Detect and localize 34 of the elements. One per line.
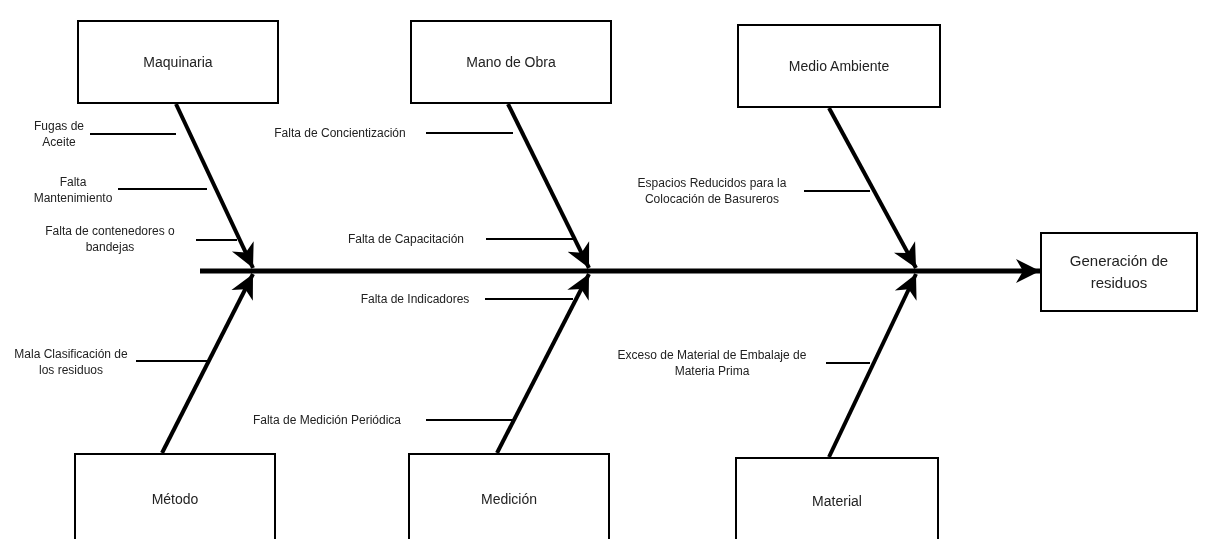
leader-line: [89, 133, 177, 135]
category-box: Maquinaria: [77, 20, 279, 104]
leader-line: [117, 188, 208, 190]
category-box: Material: [735, 457, 939, 539]
leader-line: [484, 298, 574, 300]
arrow: [200, 259, 1040, 283]
leader-line: [825, 362, 871, 364]
cause-text: Falta de Concientización: [254, 124, 426, 142]
cause-text: Mala Clasificación de los residuos: [6, 343, 136, 381]
category-box: Mano de Obra: [410, 20, 612, 104]
cause-text: Falta de Medición Periódica: [228, 411, 426, 429]
leader-line: [803, 190, 871, 192]
cause-text: Espacios Reducidos para la Colocación de Basureros: [620, 164, 804, 218]
category-box: Método: [74, 453, 276, 539]
leader-line: [425, 419, 515, 421]
arrow: [827, 107, 918, 269]
arrow: [174, 103, 255, 269]
arrow: [160, 273, 255, 454]
leader-line: [485, 238, 574, 240]
leader-line: [195, 239, 238, 241]
cause-text: Fugas de Aceite: [28, 118, 90, 150]
arrow: [495, 273, 591, 454]
category-box: Medición: [408, 453, 610, 539]
effect-box: Generación de residuos: [1040, 232, 1198, 312]
leader-line: [135, 360, 208, 362]
arrow: [827, 273, 918, 458]
cause-text: Falta de Capacitación: [326, 230, 486, 248]
leader-line: [425, 132, 514, 134]
cause-text: Falta de contenedores o bandejas: [24, 221, 196, 257]
cause-text: Falta de Indicadores: [345, 290, 485, 308]
cause-text: Exceso de Material de Embalaje de Materia Prima: [598, 345, 826, 381]
arrow: [506, 103, 591, 269]
category-box: Medio Ambiente: [737, 24, 941, 108]
cause-text: Falta Mantenimiento: [28, 172, 118, 208]
